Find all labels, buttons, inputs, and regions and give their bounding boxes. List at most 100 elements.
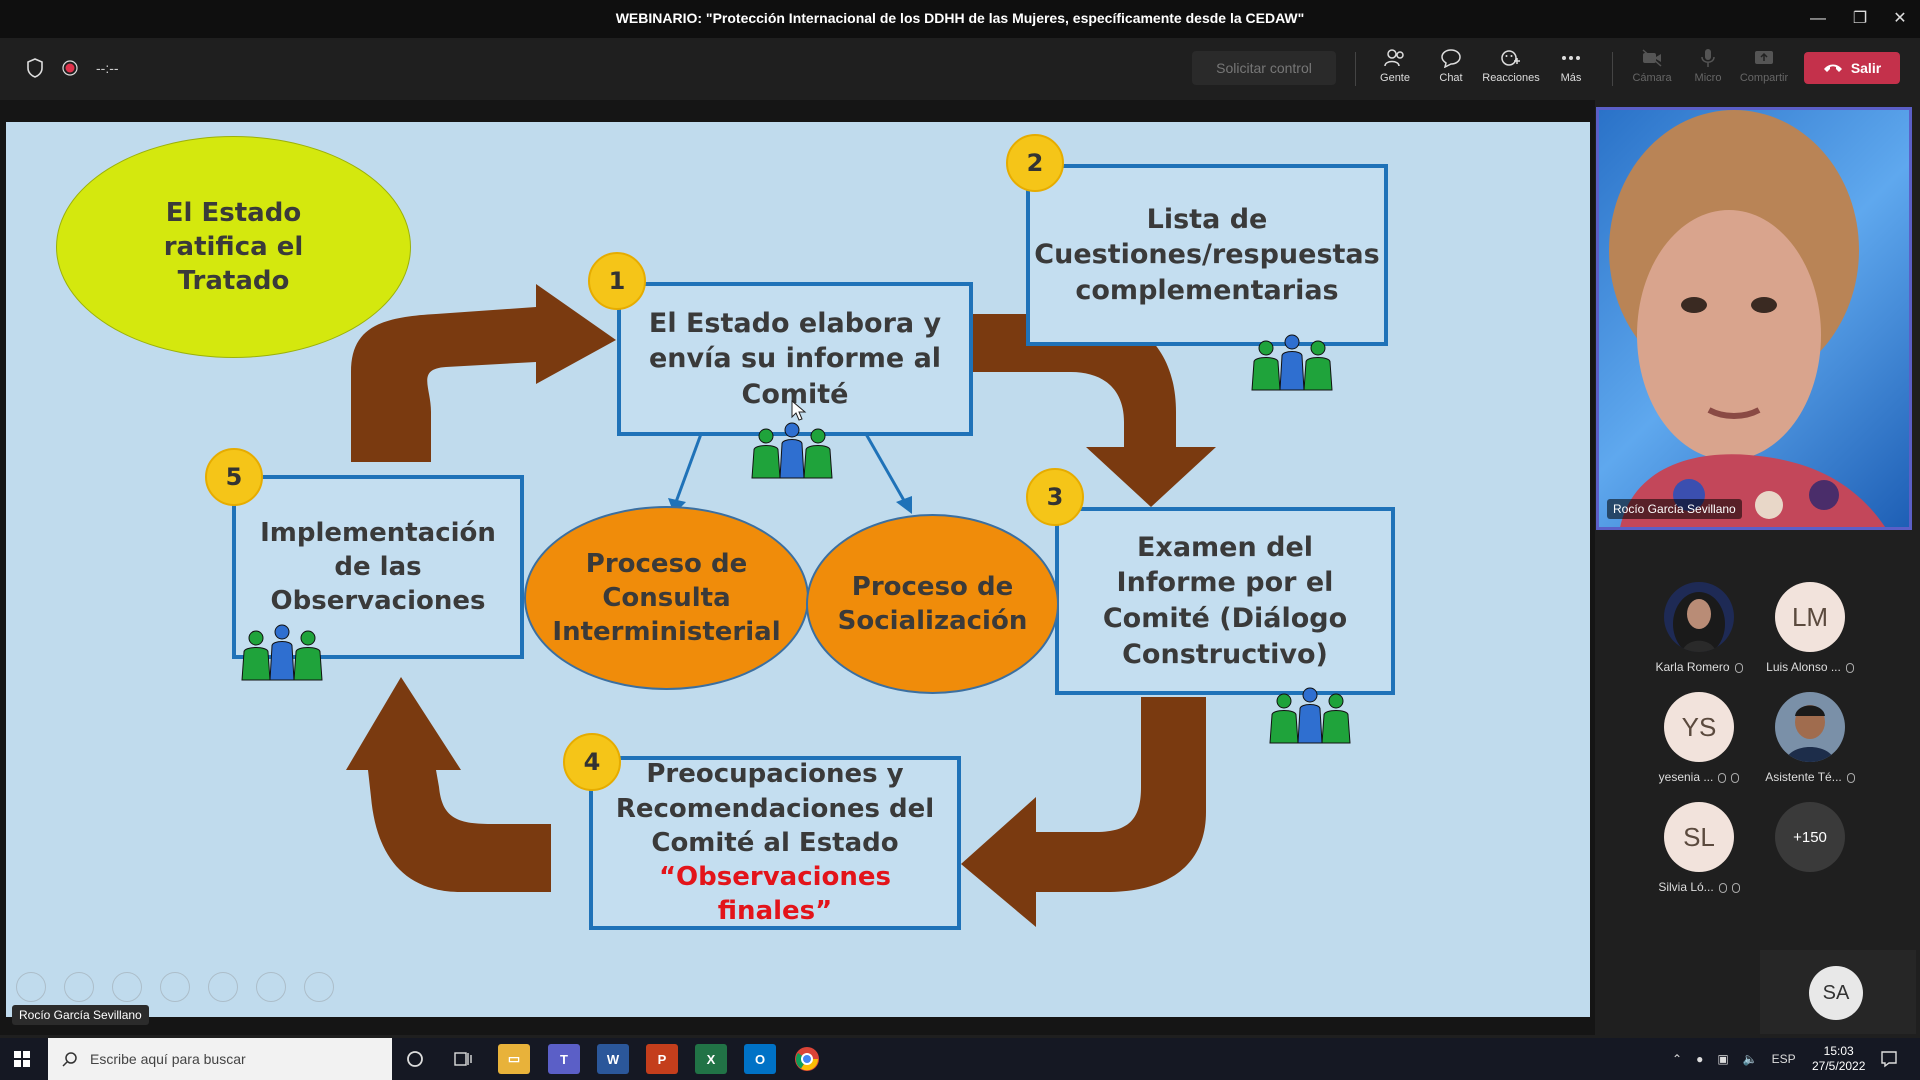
teams-icon[interactable]: T bbox=[548, 1044, 580, 1074]
step4-box: Preocupaciones y Recomendaciones del Com… bbox=[589, 756, 961, 930]
avatar bbox=[1775, 692, 1845, 762]
mic-button[interactable]: Micro bbox=[1678, 48, 1738, 92]
pen-icon[interactable] bbox=[112, 972, 142, 1002]
participant-name: Asistente Té... bbox=[1765, 770, 1842, 784]
next-slide-icon[interactable] bbox=[64, 972, 94, 1002]
leave-button[interactable]: Salir bbox=[1804, 52, 1900, 84]
camera-label: Cámara bbox=[1632, 72, 1672, 84]
people-group-icon bbox=[1251, 334, 1333, 391]
participant-tile[interactable]: SL Silvia Ló... bbox=[1634, 802, 1764, 894]
shared-slide: El Estado ratifica el Tratado El Estado … bbox=[6, 122, 1590, 1017]
avatar bbox=[1664, 582, 1734, 652]
taskbar-clock[interactable]: 15:03 27/5/2022 bbox=[1812, 1044, 1865, 1074]
people-group-icon bbox=[751, 422, 833, 479]
participant-name: yesenia ... bbox=[1658, 770, 1714, 784]
slides-grid-icon[interactable] bbox=[160, 972, 190, 1002]
leave-label: Salir bbox=[1850, 60, 1882, 76]
window-title: WEBINARIO: "Protección Internacional de … bbox=[615, 10, 1305, 26]
more-participants-button[interactable]: +150 bbox=[1745, 802, 1875, 872]
more-label: Más bbox=[1560, 72, 1582, 84]
slide-more-icon[interactable] bbox=[304, 972, 334, 1002]
mic-muted-icon bbox=[1731, 772, 1740, 783]
participant-name: Silvia Ló... bbox=[1658, 880, 1714, 894]
participant-photo bbox=[1673, 592, 1725, 652]
self-avatar: SA bbox=[1809, 966, 1863, 1020]
notifications-icon[interactable] bbox=[1880, 1050, 1898, 1068]
zoom-icon[interactable] bbox=[208, 972, 238, 1002]
self-video-tile[interactable]: SA bbox=[1760, 950, 1916, 1034]
participant-name: Luis Alonso ... bbox=[1766, 660, 1841, 674]
chrome-icon[interactable] bbox=[794, 1046, 820, 1072]
people-group-icon bbox=[1269, 687, 1351, 744]
presenter-video[interactable]: Rocío García Sevillano bbox=[1596, 107, 1912, 530]
clock-date: 27/5/2022 bbox=[1812, 1059, 1866, 1073]
mic-off-icon bbox=[1701, 49, 1715, 67]
clock-time: 15:03 bbox=[1823, 1044, 1854, 1058]
mic-muted-icon bbox=[1731, 882, 1740, 893]
task-view-icon[interactable] bbox=[454, 1050, 472, 1068]
arrow-to-step5 bbox=[346, 677, 551, 892]
excel-icon[interactable]: X bbox=[695, 1044, 727, 1074]
powerpoint-icon[interactable]: P bbox=[646, 1044, 678, 1074]
file-explorer-icon[interactable]: ▭ bbox=[498, 1044, 530, 1074]
more-icon bbox=[1562, 56, 1580, 60]
arrow-to-step4 bbox=[961, 697, 1206, 927]
hangup-icon bbox=[1823, 64, 1842, 72]
camera-off-icon bbox=[1718, 882, 1727, 893]
chat-button[interactable]: Chat bbox=[1421, 48, 1481, 92]
avatar: YS bbox=[1664, 692, 1734, 762]
participant-tile[interactable]: Asistente Té... bbox=[1745, 692, 1875, 784]
step4-text: Preocupaciones y Recomendaciones del Com… bbox=[615, 759, 935, 858]
word-icon[interactable]: W bbox=[597, 1044, 629, 1074]
meeting-toolbar: --:-- Solicitar control Gente Chat Reacc… bbox=[0, 38, 1920, 100]
avatar: SL bbox=[1664, 802, 1734, 872]
reactions-button[interactable]: Reacciones bbox=[1481, 48, 1541, 92]
chat-icon bbox=[1441, 49, 1461, 68]
participant-tile[interactable]: YS yesenia ... bbox=[1634, 692, 1764, 784]
people-button[interactable]: Gente bbox=[1365, 48, 1425, 92]
outlook-icon[interactable]: O bbox=[744, 1044, 776, 1074]
camera-button[interactable]: Cámara bbox=[1622, 48, 1682, 92]
reactions-label: Reacciones bbox=[1482, 72, 1540, 84]
volume-icon[interactable]: 🔈 bbox=[1742, 1052, 1758, 1066]
request-control-button[interactable]: Solicitar control bbox=[1192, 51, 1336, 85]
shield-icon bbox=[27, 58, 43, 78]
people-icon bbox=[1384, 49, 1404, 67]
teams-tray-icon[interactable]: ● bbox=[1696, 1052, 1704, 1066]
title-bar: WEBINARIO: "Protección Internacional de … bbox=[0, 0, 1920, 38]
more-participants-count: +150 bbox=[1775, 802, 1845, 872]
mic-label: Micro bbox=[1694, 72, 1722, 84]
people-label: Gente bbox=[1380, 72, 1410, 84]
participant-tile[interactable]: LM Luis Alonso ... bbox=[1745, 582, 1875, 674]
restore-icon[interactable]: ❐ bbox=[1852, 10, 1868, 27]
step2-box: Lista de Cuestiones/respuestas complemen… bbox=[1026, 164, 1388, 346]
participant-photo bbox=[1785, 705, 1835, 762]
subtitles-icon[interactable] bbox=[256, 972, 286, 1002]
people-group-icon bbox=[241, 624, 323, 681]
more-button[interactable]: Más bbox=[1541, 48, 1601, 92]
minimize-icon[interactable]: — bbox=[1810, 10, 1826, 27]
share-button[interactable]: Compartir bbox=[1734, 48, 1794, 92]
close-icon[interactable]: ✕ bbox=[1893, 10, 1907, 27]
step4-badge: 4 bbox=[563, 733, 621, 791]
search-placeholder: Escribe aquí para buscar bbox=[90, 1051, 246, 1067]
arrow-to-step3 bbox=[971, 314, 1216, 507]
language-indicator[interactable]: ESP bbox=[1771, 1052, 1796, 1066]
presenter-video-name: Rocío García Sevillano bbox=[1607, 499, 1742, 519]
windows-taskbar: Escribe aquí para buscar ▭ T W P X O ⌃ ●… bbox=[0, 1038, 1920, 1080]
chevron-up-icon[interactable]: ⌃ bbox=[1672, 1052, 1683, 1066]
reactions-icon bbox=[1501, 50, 1520, 66]
step2-badge: 2 bbox=[1006, 134, 1064, 192]
ratify-ellipse: El Estado ratifica el Tratado bbox=[56, 136, 411, 358]
presenter-name-tag: Rocío García Sevillano bbox=[12, 1005, 149, 1025]
windows-start-icon[interactable] bbox=[14, 1051, 30, 1067]
previous-slide-icon[interactable] bbox=[16, 972, 46, 1002]
arrow-to-socializacion bbox=[864, 433, 908, 505]
network-icon[interactable]: ▣ bbox=[1717, 1052, 1729, 1066]
socializacion-ellipse: Proceso de Socialización bbox=[806, 514, 1059, 694]
cortana-icon[interactable] bbox=[406, 1050, 424, 1068]
taskbar-search[interactable]: Escribe aquí para buscar bbox=[48, 1038, 392, 1080]
participant-tile[interactable]: Karla Romero bbox=[1634, 582, 1764, 674]
cycle-arrows bbox=[346, 284, 1216, 927]
share-icon bbox=[1755, 51, 1773, 64]
